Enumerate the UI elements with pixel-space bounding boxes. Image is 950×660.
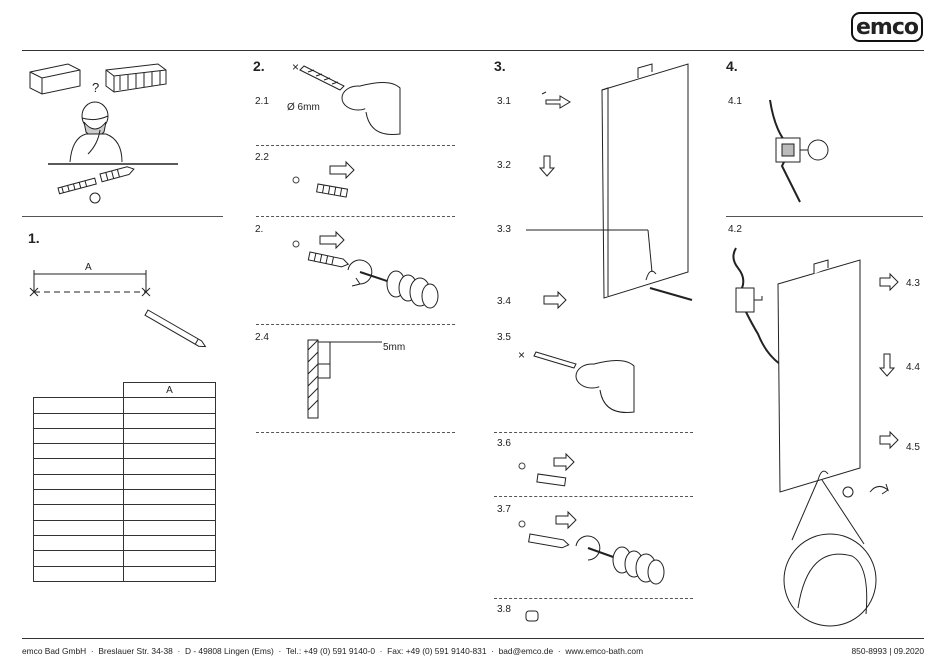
x-mark: × <box>292 60 300 74</box>
footer-email-link[interactable]: bad@emco.de <box>498 646 554 656</box>
label-3-3: 3.3 <box>497 224 511 235</box>
rule-2-2 <box>256 216 455 217</box>
question-mark: ? <box>92 80 100 95</box>
label-2-1: 2.1 <box>255 96 269 107</box>
rule-3-5 <box>494 432 693 433</box>
label-4-1: 4.1 <box>728 96 742 107</box>
label-4-4: 4.4 <box>906 362 920 373</box>
mirror-mount-illustration <box>526 63 693 310</box>
header-rule <box>22 50 924 51</box>
insert-dowel-illustration <box>292 160 355 198</box>
rule-2-1 <box>256 145 455 146</box>
step1-rule <box>22 216 223 217</box>
step-3-number: 3. <box>494 58 506 74</box>
document-number: 850-8993 | 09.2020 <box>851 646 925 656</box>
screw-insertion-3-7 <box>518 510 665 585</box>
insert-dowel-3-6 <box>518 452 575 487</box>
footer-rule <box>22 638 924 639</box>
depth-label: 5mm <box>383 342 406 353</box>
measurement-table: A <box>33 381 216 582</box>
measurement-header: A <box>123 381 216 399</box>
screw-insertion-illustration <box>292 230 439 309</box>
cable-connector-illustration <box>769 99 829 203</box>
label-3-5: 3.5 <box>497 332 511 343</box>
label-4-2: 4.2 <box>728 224 742 235</box>
rule-3-6 <box>494 496 693 497</box>
footer-company: emco Bad GmbH <box>22 646 87 656</box>
label-2-3: 2. <box>255 224 264 235</box>
label-3-8: 3.8 <box>497 604 511 615</box>
rule-4-1 <box>726 216 923 217</box>
thinking-person-illustration <box>29 63 178 204</box>
cap-illustration <box>525 610 539 622</box>
step-4-number: 4. <box>726 58 738 74</box>
footer-city: D - 49808 Lingen (Ems) <box>184 646 274 656</box>
rule-2-3 <box>256 324 455 325</box>
footer-fax: Fax: +49 (0) 591 9140-831 <box>387 646 487 656</box>
label-2-4: 2.4 <box>255 332 269 343</box>
label-2-2: 2.2 <box>255 152 269 163</box>
label-3-7: 3.7 <box>497 504 511 515</box>
label-4-5: 4.5 <box>906 442 920 453</box>
label-3-1: 3.1 <box>497 96 511 107</box>
drill-diameter-label: Ø 6mm <box>287 102 320 113</box>
label-3-4: 3.4 <box>497 296 511 307</box>
mirror-install-illustration <box>732 247 899 627</box>
step-2-number: 2. <box>253 58 265 74</box>
footer-web-link[interactable]: www.emco-bath.com <box>565 646 644 656</box>
label-3-2: 3.2 <box>497 160 511 171</box>
step-1-number: 1. <box>28 230 40 246</box>
measure-distance-diagram <box>29 270 207 348</box>
distance-a-label: A <box>85 262 92 273</box>
label-3-6: 3.6 <box>497 438 511 449</box>
drill-illustration <box>299 65 401 136</box>
footer-street: Breslauer Str. 34-38 <box>98 646 173 656</box>
x-mark-3-5: × <box>518 348 526 362</box>
footer-contact: emco Bad GmbH · Breslauer Str. 34-38 · D… <box>22 646 644 656</box>
footer-tel: Tel.: +49 (0) 591 9140-0 <box>285 646 375 656</box>
emco-logo: emco <box>851 12 923 42</box>
drill-illustration-3-5 <box>533 351 635 414</box>
wall-depth-diagram <box>307 339 382 419</box>
rule-2-4 <box>256 432 455 433</box>
rule-3-7 <box>494 598 693 599</box>
label-4-3: 4.3 <box>906 278 920 289</box>
